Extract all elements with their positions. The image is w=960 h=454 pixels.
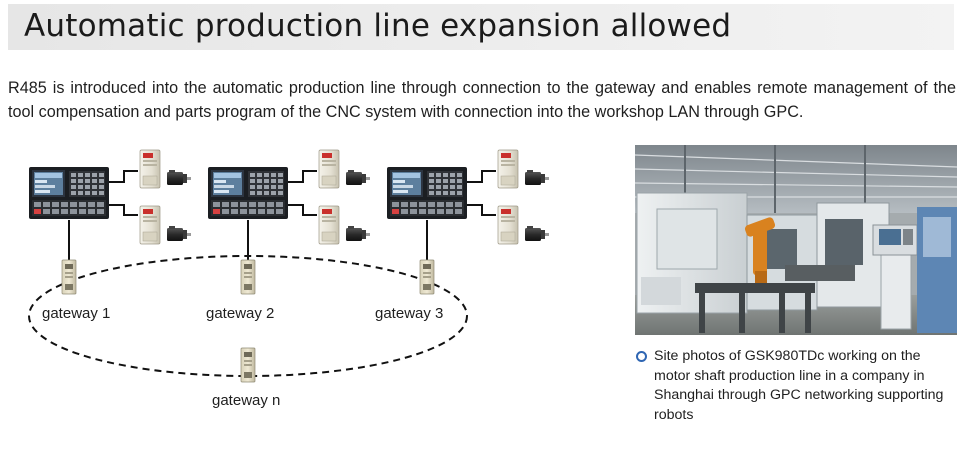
servo-motor-icon (346, 170, 370, 185)
cnc-controller-1 (29, 167, 109, 219)
gateway-2-device (240, 259, 256, 295)
servo-motor-icon (167, 226, 191, 241)
cnc-controller-2 (208, 167, 288, 219)
title-bar: Automatic production line expansion allo… (8, 4, 954, 50)
servo-drive (318, 149, 340, 189)
servo-drive (497, 149, 519, 189)
gateway-2-label: gateway 2 (206, 305, 274, 322)
gateway-1-label: gateway 1 (42, 305, 110, 322)
page-title: Automatic production line expansion allo… (24, 8, 732, 44)
servo-motor-icon (525, 170, 549, 185)
network-diagram: gateway 1 gateway 2 gateway 3 gateway n (28, 149, 549, 409)
gateway-3-device (419, 259, 435, 295)
gateway-n-label: gateway n (212, 392, 280, 409)
gateway-3-label: gateway 3 (375, 305, 443, 322)
servo-motor-icon (167, 170, 191, 185)
servo-motor-icon (346, 226, 370, 241)
bullet-circle-icon (636, 351, 647, 362)
cnc-controller-3 (387, 167, 467, 219)
site-photo (635, 145, 957, 335)
servo-drive (318, 205, 340, 245)
photo-caption: Site photos of GSK980TDc working on the … (636, 347, 958, 425)
servo-drive (139, 149, 161, 189)
servo-drive (497, 205, 519, 245)
gateway-1-device (61, 259, 77, 295)
intro-paragraph: R485 is introduced into the automatic pr… (8, 79, 956, 121)
servo-motor-icon (525, 226, 549, 241)
servo-drive (139, 205, 161, 245)
photo-caption-text: Site photos of GSK980TDc working on the … (654, 348, 944, 423)
gateway-n-device (240, 347, 256, 383)
